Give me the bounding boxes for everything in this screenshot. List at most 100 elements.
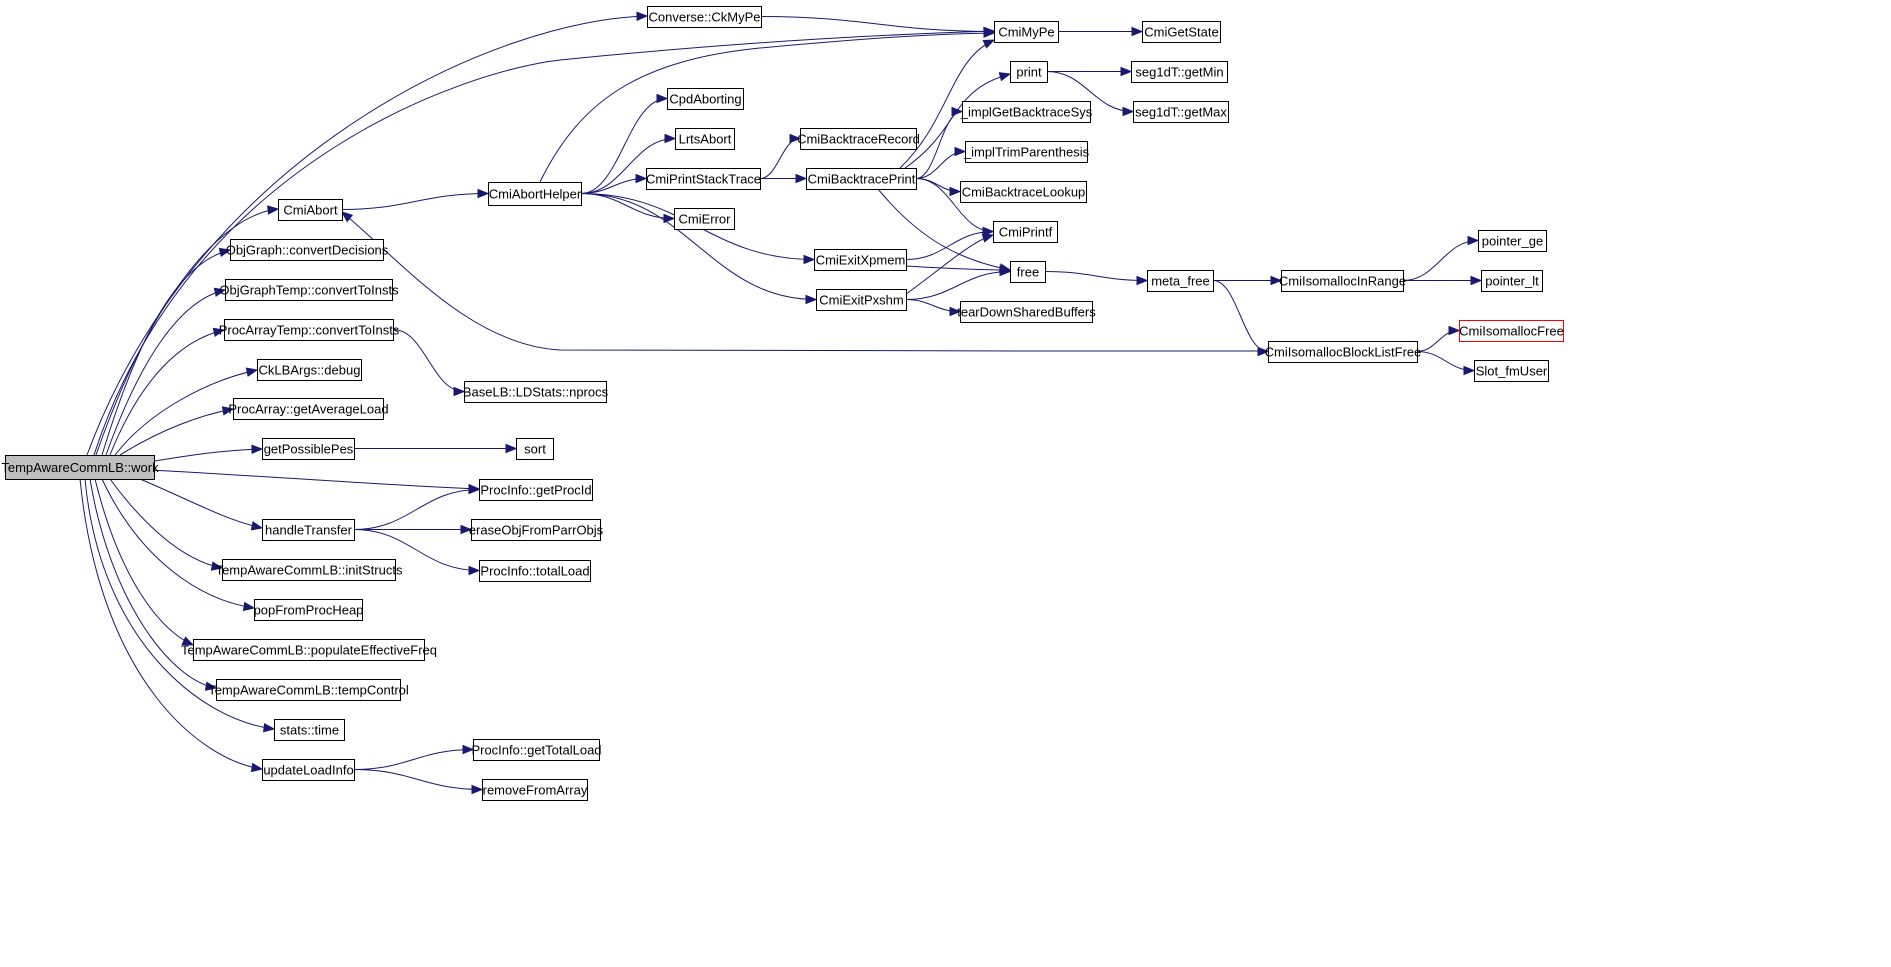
node-box: [1268, 341, 1418, 363]
node-cmiisofree[interactable]: CmiIsomallocFree: [1459, 320, 1564, 342]
edge-arrowhead: [1470, 275, 1483, 286]
node-statstime[interactable]: stats::time: [274, 719, 345, 741]
edge-arrowhead: [245, 367, 259, 377]
node-cmiexitpxshm[interactable]: CmiExitPxshm: [816, 289, 907, 311]
edge-arrowhead: [242, 601, 256, 612]
node-box: [806, 168, 917, 190]
node-cmibtprint[interactable]: CmiBacktracePrint: [806, 168, 917, 190]
node-label: CmiGetState: [1144, 25, 1218, 40]
edge-arrowhead: [982, 39, 996, 49]
node-cmiisoinrange[interactable]: CmiIsomallocInRange: [1279, 270, 1406, 292]
node-cmimype[interactable]: CmiMyPe: [994, 21, 1059, 43]
node-cmiaborthelper[interactable]: CmiAbortHelper: [488, 182, 582, 206]
node-label: updateLoadInfo: [263, 763, 353, 778]
node-cklbargs[interactable]: CkLBArgs::debug: [257, 359, 362, 381]
node-metafree[interactable]: meta_free: [1147, 270, 1214, 292]
node-label: LrtsAbort: [679, 132, 732, 147]
node-handletransfer[interactable]: handleTransfer: [262, 519, 355, 541]
edge-arrowhead: [462, 744, 475, 755]
node-label: popFromProcHeap: [254, 603, 364, 618]
node-label: CmiBacktracePrint: [808, 172, 916, 187]
node-box: [1474, 360, 1549, 382]
node-label: getPossiblePes: [264, 442, 354, 457]
node-free[interactable]: free: [1010, 261, 1046, 283]
node-sort[interactable]: sort: [516, 438, 554, 460]
nodes-layer: TempAwareCommLB::work Converse::CkMyPeCmi…: [1, 6, 1564, 801]
node-box: [224, 319, 394, 341]
edge-line: [1044, 271, 1148, 281]
edge-arrowhead: [468, 484, 481, 495]
node-getavgload[interactable]: ProcArray::getAverageLoad: [228, 398, 389, 420]
edge-arrowhead: [998, 72, 1012, 82]
edge-line: [1402, 240, 1479, 281]
node-box: [262, 438, 355, 460]
node-box: [5, 455, 155, 480]
node-label: Converse::CkMyPe: [649, 10, 761, 25]
node-label: CmiExitPxshm: [819, 293, 904, 308]
node-label: ProcArrayTemp::convertToInsts: [219, 323, 400, 338]
node-cmigetstate[interactable]: CmiGetState: [1142, 21, 1221, 43]
node-work[interactable]: TempAwareCommLB::work: [1, 455, 159, 480]
node-totalload[interactable]: ProcInfo::totalLoad: [479, 560, 591, 582]
edge-line: [1212, 280, 1269, 352]
node-label: seg1dT::getMin: [1135, 65, 1223, 80]
edge-cmibtprint-to-cmimype: [899, 39, 996, 169]
node-populateeff[interactable]: TempAwareCommLB::populateEffectiveFreq: [181, 639, 437, 661]
node-ckmype[interactable]: Converse::CkMyPe: [647, 6, 762, 28]
edge-updateloadinfo-to-gettotalload: [353, 744, 475, 770]
edge-arrowhead: [981, 233, 995, 243]
node-box: [1010, 61, 1048, 83]
node-slotfmuser[interactable]: Slot_fmUser: [1474, 360, 1549, 382]
node-box: [464, 381, 607, 403]
edge-line: [760, 16, 995, 32]
node-pointer_ge[interactable]: pointer_ge: [1478, 230, 1547, 252]
node-getprocid[interactable]: ProcInfo::getProcId: [479, 479, 593, 501]
node-cmibtrecord[interactable]: CmiBacktraceRecord: [797, 128, 920, 150]
node-label: sort: [524, 442, 546, 457]
node-implgetbt[interactable]: _implGetBacktraceSys: [960, 101, 1093, 123]
node-removefromarray[interactable]: removeFromArray: [482, 779, 588, 801]
edge-arrowhead: [218, 247, 232, 258]
node-pointer_lt[interactable]: pointer_lt: [1481, 270, 1543, 292]
node-getmin[interactable]: seg1dT::getMin: [1131, 61, 1228, 83]
node-popfromprocheap[interactable]: popFromProcHeap: [254, 599, 364, 621]
node-getmax[interactable]: seg1dT::getMax: [1133, 101, 1229, 123]
node-getpossiblepes[interactable]: getPossiblePes: [262, 438, 355, 460]
node-cpdaborting[interactable]: CpdAborting: [667, 88, 744, 110]
node-tempcontrol[interactable]: TempAwareCommLB::tempControl: [208, 679, 409, 701]
node-teardown[interactable]: tearDownSharedBuffers: [957, 301, 1096, 323]
edge-arrowhead: [949, 186, 962, 197]
node-nprocs[interactable]: BaseLB::LDStats::nprocs: [463, 381, 609, 403]
node-lrtsabort[interactable]: LrtsAbort: [675, 128, 735, 150]
edge-print-to-getmax: [1046, 71, 1135, 117]
node-updateloadinfo[interactable]: updateLoadInfo: [262, 759, 355, 781]
node-objgraphtemp[interactable]: ObjGraphTemp::convertToInsts: [219, 279, 399, 301]
edge-work-to-objgraphtemp: [105, 287, 227, 456]
edge-cmiabort-to-cmiaborthelper: [341, 188, 490, 210]
edge-arrowhead: [212, 327, 226, 337]
node-procarraytemp[interactable]: ProcArrayTemp::convertToInsts: [219, 319, 400, 341]
node-box: [962, 101, 1091, 123]
node-box: [222, 559, 396, 581]
edge-arrowhead: [181, 636, 195, 646]
node-print[interactable]: print: [1010, 61, 1048, 83]
edge-cmiprintstack-to-cmibtrecord: [759, 133, 802, 179]
node-impltrim[interactable]: _implTrimParenthesis: [963, 141, 1090, 163]
node-eraseobj[interactable]: eraseObjFromParrObjs: [469, 519, 604, 541]
node-gettotalload[interactable]: ProcInfo::getTotalLoad: [471, 739, 602, 761]
node-convertdecisions[interactable]: ObjGraph::convertDecisions: [226, 239, 389, 261]
node-cmierror[interactable]: CmiError: [674, 208, 735, 230]
node-initstructs[interactable]: TempAwareCommLB::initStructs: [216, 559, 403, 581]
node-cmiabort[interactable]: CmiAbort: [278, 199, 343, 221]
node-label: removeFromArray: [483, 783, 588, 798]
edge-line: [79, 478, 263, 770]
node-cmibtlookup[interactable]: CmiBacktraceLookup: [960, 181, 1087, 203]
node-box: [193, 639, 425, 661]
node-cmiisoblockfree[interactable]: CmiIsomallocBlockListFree: [1265, 341, 1422, 363]
node-cmiprintf[interactable]: CmiPrintf: [993, 221, 1058, 243]
node-cmiexitxpmem[interactable]: CmiExitXpmem: [814, 249, 907, 271]
node-label: CmiAbort: [283, 203, 338, 218]
edge-line: [89, 478, 217, 689]
node-cmiprintstack[interactable]: CmiPrintStackTrace: [646, 168, 761, 190]
